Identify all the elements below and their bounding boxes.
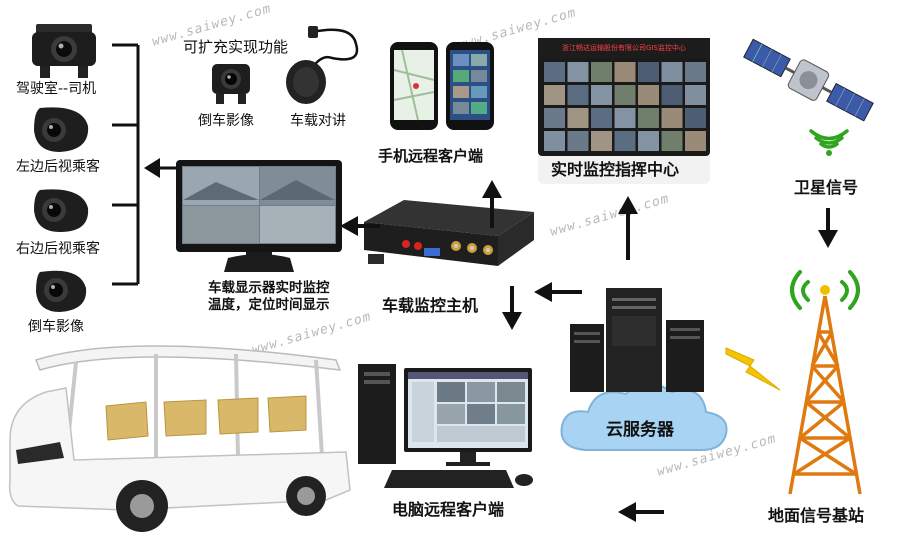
video-wall-cell [614, 131, 636, 151]
satellite-icon [743, 38, 874, 122]
camera-icon [34, 189, 89, 232]
mobile-client-label: 手机远程客户端 [378, 147, 484, 165]
video-wall-cell [661, 131, 683, 151]
video-wall-cell [567, 85, 589, 105]
video-wall-cell [567, 108, 589, 128]
video-wall-cell [685, 85, 706, 105]
command-center-label: 实时监控指挥中心 [551, 160, 680, 179]
host-label: 车载监控主机 [382, 296, 479, 315]
pc-client-label: 电脑远程客户端 [392, 500, 505, 519]
video-wall-cell [591, 131, 612, 151]
smartphone-icon [390, 42, 494, 130]
bus-icon [8, 345, 351, 532]
command-center-bar [538, 156, 710, 184]
camera-icon [212, 64, 250, 104]
pc-icon [358, 364, 533, 488]
satellite-label: 卫星信号 [794, 178, 859, 197]
video-wall-cell [614, 108, 636, 128]
driver-camera-label: 驾驶室--司机 [16, 81, 97, 97]
video-wall-cell [661, 62, 683, 82]
reverse-camera-label: 倒车影像 [28, 319, 84, 335]
video-wall-cell [591, 85, 612, 105]
tower-icon [788, 270, 862, 495]
video-wall-cell [685, 62, 706, 82]
video-wall-cell [638, 62, 659, 82]
video-wall-cell [661, 85, 683, 105]
video-wall-cell [638, 85, 659, 105]
video-wall-cell [567, 62, 589, 82]
camera-bracket [112, 43, 178, 286]
reverse-camera-ext-label: 倒车影像 [198, 113, 254, 129]
video-wall-cell [544, 85, 565, 105]
wall-banner: 浙江畅达运输股份有限公司GIS监控中心 [562, 44, 686, 52]
video-wall-cell [685, 131, 706, 151]
video-wall-cell [638, 108, 659, 128]
server-icon [570, 288, 704, 392]
left-camera-label: 左边后视乘客 [16, 159, 100, 175]
lightning-icon [725, 347, 781, 391]
video-wall-cell [591, 62, 612, 82]
camera-icon [32, 24, 96, 78]
base-station-label: 地面信号基站 [768, 506, 865, 525]
monitor-caption-line2: 温度，定位时间显示 [208, 297, 330, 313]
video-wall-cell [544, 108, 565, 128]
microphone-icon [286, 26, 359, 104]
right-camera-label: 右边后视乘客 [16, 241, 100, 257]
video-wall-cell [614, 62, 636, 82]
camera-icon [36, 270, 87, 312]
video-wall-cell [614, 85, 636, 105]
video-wall-cell [661, 108, 683, 128]
expandable-label: 可扩充实现功能 [183, 38, 289, 56]
video-wall-cell [685, 108, 706, 128]
video-wall-cell [638, 131, 659, 151]
camera-icon [34, 107, 89, 152]
video-wall-cell [544, 131, 565, 151]
video-wall-icon [538, 38, 710, 156]
intercom-label: 车载对讲 [290, 113, 346, 129]
cloud-server-label: 云服务器 [606, 420, 674, 440]
signal-icon [809, 129, 849, 156]
monitor-caption-line1: 车载显示器实时监控 [208, 280, 330, 296]
monitor-icon [176, 160, 342, 272]
video-wall-cell [591, 108, 612, 128]
video-wall-cell [567, 131, 589, 151]
video-wall-cell [544, 62, 565, 82]
